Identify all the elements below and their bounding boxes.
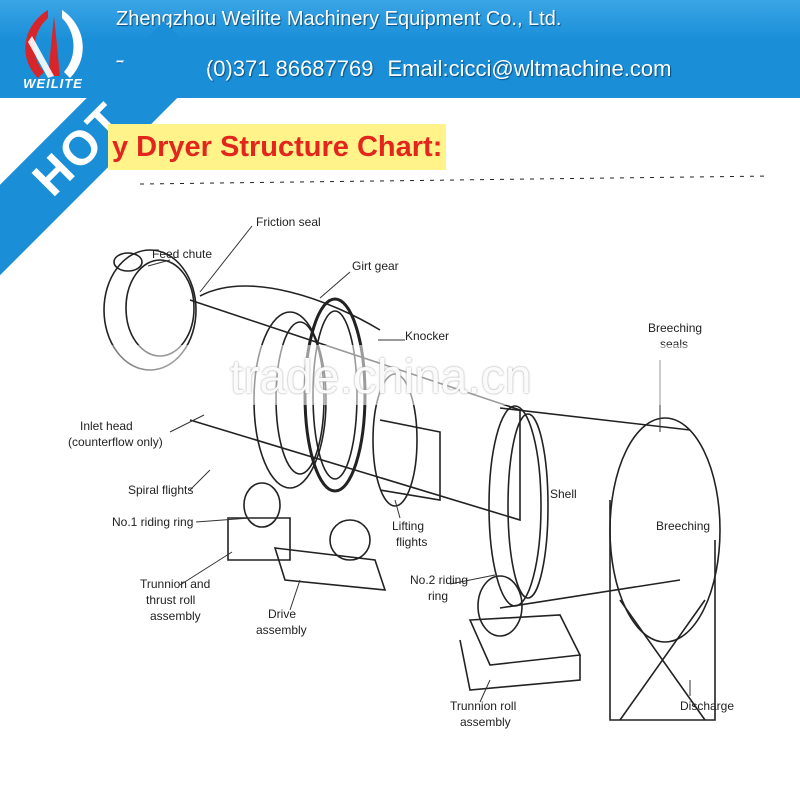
label-trunnion-roll-line1: Trunnion roll	[450, 699, 516, 713]
label-lifting-flights-line1: Lifting	[392, 519, 424, 533]
label-lifting-flights-line2: flights	[396, 535, 427, 549]
company-name: Zhengzhou Weilite Machinery Equipment Co…	[116, 8, 562, 30]
company-logo-icon	[25, 10, 83, 78]
label-friction-seal: Friction seal	[256, 215, 321, 229]
label-feed-chute: Feed chute	[152, 247, 212, 261]
label-discharge: Discharge	[680, 699, 734, 713]
label-inlet-head-line1: Inlet head	[80, 419, 133, 433]
label-riding-ring-2-line1: No.2 riding	[410, 573, 468, 587]
label-drive-line2: assembly	[256, 623, 307, 637]
label-spiral-flights: Spiral flights	[128, 483, 193, 497]
label-shell: Shell	[550, 487, 577, 501]
watermark-text: trade.china.cn	[230, 351, 532, 404]
label-breeching: Breeching	[656, 519, 710, 533]
label-trunnion-roll-line2: assembly	[460, 715, 511, 729]
label-breeching-seals-line1: Breeching	[648, 321, 702, 335]
label-riding-ring-1: No.1 riding ring	[112, 515, 193, 529]
label-inlet-head-line2: (counterflow only)	[68, 435, 163, 449]
diagram-labels: Friction seal Feed chute Girt gear Knock…	[68, 215, 734, 729]
watermark-band	[0, 345, 800, 405]
label-trunnion-thrust-line2: thrust roll	[146, 593, 195, 607]
logo-wordmark: WEILITE	[23, 76, 83, 91]
label-riding-ring-2-line2: ring	[428, 589, 448, 603]
leader-lines	[147, 225, 691, 703]
diagram-title: y Dryer Structure Chart:	[108, 124, 447, 170]
label-drive-line1: Drive	[268, 607, 296, 621]
label-trunnion-thrust-line3: assembly	[150, 609, 201, 623]
header-gradient	[0, 0, 800, 40]
label-trunnion-thrust-line1: Trunnion and	[140, 577, 210, 591]
label-girt-gear: Girt gear	[352, 259, 399, 273]
label-knocker: Knocker	[405, 329, 449, 343]
email-address: Email:cicci@wltmachine.com	[387, 56, 672, 81]
